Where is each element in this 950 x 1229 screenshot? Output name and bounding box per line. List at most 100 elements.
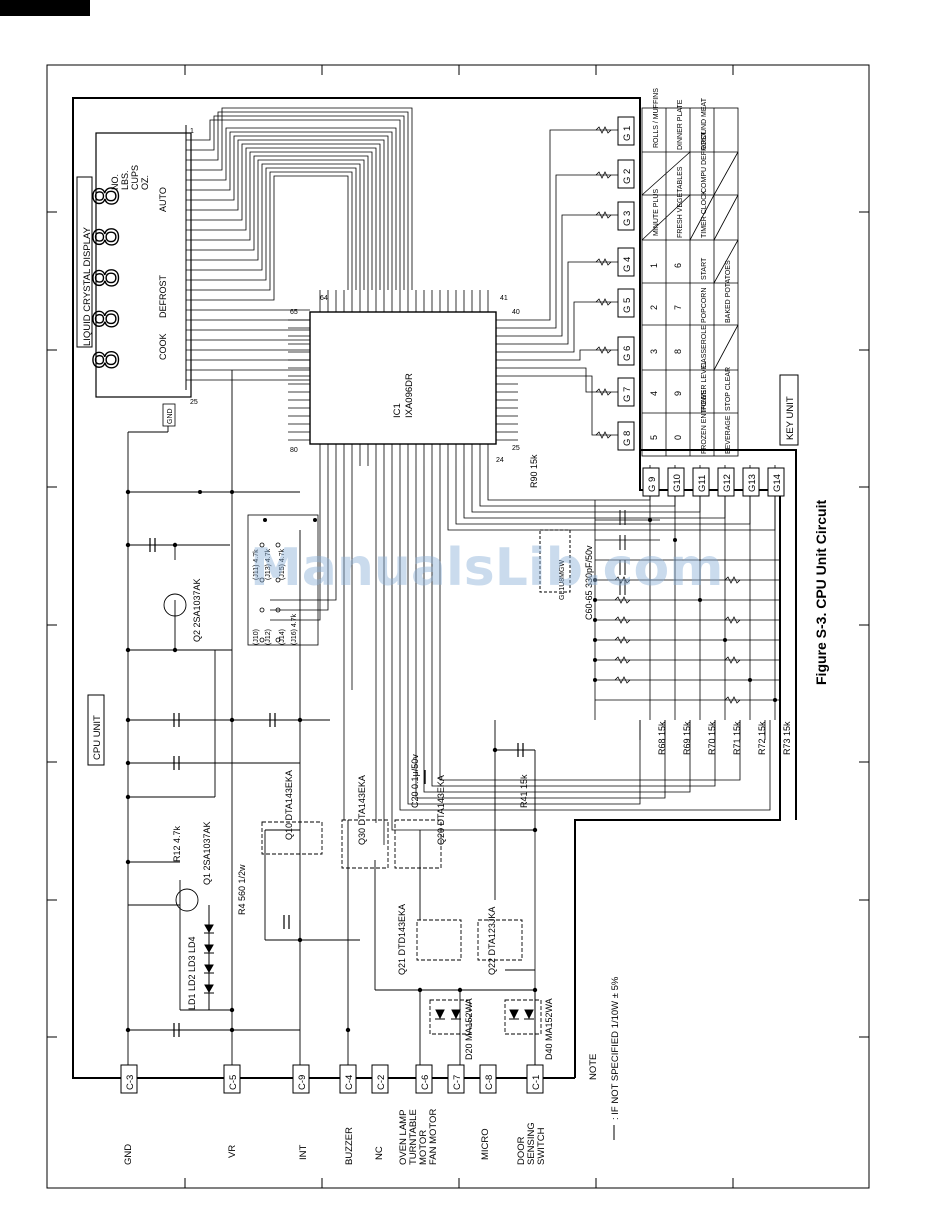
connector-id: C-8 bbox=[484, 1075, 495, 1090]
ic1-to-key-wires bbox=[518, 129, 620, 436]
signal-turntable: TURNTABLE bbox=[408, 1109, 419, 1165]
lcd-digit-glyphs: 8 8 8 8 8 bbox=[87, 186, 127, 370]
lcd-indicator-lbs: LBS. bbox=[120, 170, 130, 190]
page-corner-tab bbox=[0, 0, 90, 16]
side-part-label: GL1U8MGW bbox=[559, 560, 566, 600]
key-label: 7 bbox=[673, 305, 683, 310]
r69-label: R69 15k bbox=[682, 721, 692, 755]
connector-id: C-7 bbox=[452, 1075, 463, 1090]
lcd-indicator-cups: CUPS bbox=[130, 165, 140, 190]
key-label: POPCORN bbox=[701, 288, 708, 323]
key-label: DINNER PLATE bbox=[677, 99, 684, 150]
key-capacitor-bank bbox=[539, 510, 626, 595]
power-rails bbox=[127, 370, 536, 1065]
ic1-pin-25: 25 bbox=[512, 445, 520, 452]
q22-label: Q22 DTA123JKA bbox=[487, 907, 497, 975]
r4-label: R4 560 1/2w bbox=[237, 864, 247, 915]
g-connector-label: G14 bbox=[772, 474, 783, 492]
g-connector-label: G10 bbox=[672, 474, 683, 492]
lcd-indicator-oz: OZ. bbox=[140, 175, 150, 190]
g-connectors-bottom: G 9 G10 G11 G12 G13 G14 bbox=[642, 467, 785, 497]
key-unit-outline bbox=[639, 110, 797, 820]
cpu-unit-label: CPU UNIT bbox=[92, 715, 103, 760]
ic1-pin-80: 80 bbox=[290, 447, 298, 454]
bottom-bus-wires bbox=[270, 465, 776, 1078]
connector-id: C-6 bbox=[420, 1075, 431, 1090]
note-text: : IF NOT SPECIFIED 1/10W ± 5% bbox=[610, 976, 621, 1120]
key-scan-rows bbox=[594, 495, 780, 740]
r90-label: R90 15k bbox=[529, 454, 539, 488]
g-connector-label: G 9 bbox=[647, 477, 658, 492]
key-label: TIMER CLOCK bbox=[701, 190, 708, 238]
jumper-j16: (J16) 4.7k bbox=[291, 613, 298, 645]
lcd-indicator-no: NO. bbox=[110, 174, 120, 190]
connector-signal: MICRO bbox=[480, 1128, 491, 1160]
q30-label: Q30 DTA143EKA bbox=[357, 775, 367, 845]
ic1-pin-65: 65 bbox=[290, 309, 298, 316]
lcd-title: LIQUID CRYSTAL DISPLAY bbox=[82, 226, 93, 346]
key-label: BAKED POTATOES bbox=[725, 260, 732, 323]
lcd-pin-25: 25 bbox=[190, 399, 198, 406]
figure-caption: Figure S-3. CPU Unit Circuit bbox=[813, 500, 829, 685]
left-connectors: C-3 C-5 C-9 C-4 C-2 C-6 C-7 C-8 C-1 GND … bbox=[120, 1064, 544, 1165]
g-connector-label: G 3 bbox=[622, 211, 633, 226]
key-matrix-labels: ROLLS / MUFFINS MINUTE PLUS 1 2 3 4 5 DI… bbox=[649, 88, 732, 454]
led-string bbox=[204, 905, 214, 1010]
watermark: ManualsLib.com bbox=[250, 538, 723, 598]
drawing-frame bbox=[46, 64, 870, 1189]
key-label: FRESH VEGETABLES bbox=[677, 166, 684, 238]
c20-label: C20 0.1μ/50v bbox=[410, 754, 420, 808]
key-label: 4 bbox=[649, 391, 659, 396]
gnd-tag: GND bbox=[167, 408, 174, 424]
key-label: ROLLS / MUFFINS bbox=[653, 88, 660, 148]
g-connector-label: G 4 bbox=[622, 257, 633, 272]
c60-label: C60-65 330pF/50v bbox=[584, 545, 594, 620]
key-label: 5 bbox=[649, 435, 659, 440]
lcd-pin-1: 1 bbox=[190, 128, 194, 135]
connector-signal: BUZZER bbox=[344, 1127, 355, 1165]
jumper-block bbox=[247, 514, 319, 646]
led-labels: LD1 LD2 LD3 LD4 bbox=[187, 936, 197, 1010]
key-label: 0 bbox=[673, 435, 683, 440]
r68-label: R68 15k bbox=[657, 721, 667, 755]
ic1-pin-64: 64 bbox=[320, 295, 328, 302]
connector-id: C-3 bbox=[125, 1075, 136, 1090]
key-unit-label: KEY UNIT bbox=[785, 396, 796, 440]
g-connectors-top: G 1 G 2 G 3 G 4 G 5 G 6 G 7 G 8 bbox=[617, 116, 635, 451]
connector-id: C-9 bbox=[297, 1075, 308, 1090]
note-title: NOTE bbox=[588, 1054, 599, 1080]
signal-door: DOOR bbox=[516, 1136, 527, 1165]
key-label: GROUND MEAT bbox=[701, 97, 708, 150]
g-connector-label: G 2 bbox=[622, 169, 633, 184]
key-label: FROZEN ENTREES bbox=[701, 390, 708, 454]
jumper-j13: (J13) 4.7k bbox=[265, 548, 272, 580]
q21-label: Q21 DTD143EKA bbox=[397, 904, 407, 975]
signal-fan-motor: FAN MOTOR bbox=[428, 1109, 439, 1165]
g-connector-label: G12 bbox=[722, 474, 733, 492]
cpu-unit-outline bbox=[72, 97, 781, 1079]
ic1-pin-41: 41 bbox=[500, 295, 508, 302]
g-connector-label: G13 bbox=[747, 474, 758, 492]
connector-signal: GND bbox=[123, 1144, 134, 1165]
q2-label: Q2 2SA1037AK bbox=[192, 578, 202, 642]
key-label: START bbox=[701, 257, 708, 280]
r73-label: R73 15k bbox=[782, 721, 792, 755]
d40-label: D40 MA152WA bbox=[544, 998, 554, 1060]
key-label: CASSEROLE bbox=[701, 325, 708, 368]
key-label: 3 bbox=[649, 349, 659, 354]
signal-motor: MOTOR bbox=[418, 1130, 429, 1165]
g-connector-label: G 6 bbox=[622, 346, 633, 361]
g-connector-label: G 1 bbox=[622, 126, 633, 141]
r72-label: R72 15k bbox=[757, 721, 767, 755]
lcd-indicator-auto: AUTO bbox=[158, 187, 168, 212]
connector-signal: INT bbox=[298, 1145, 309, 1161]
r70-label: R70 15k bbox=[707, 721, 717, 755]
key-label: 1 bbox=[649, 263, 659, 268]
junction-dots bbox=[125, 489, 777, 1033]
jumper-j11: (J11) 4.7k bbox=[253, 549, 260, 580]
r12-label: R12 4.7k bbox=[172, 825, 182, 862]
ic1-pin-24: 24 bbox=[496, 457, 504, 464]
lcd-display: 8 8 8 8 8 bbox=[76, 125, 192, 398]
connector-id: C-5 bbox=[228, 1075, 239, 1090]
